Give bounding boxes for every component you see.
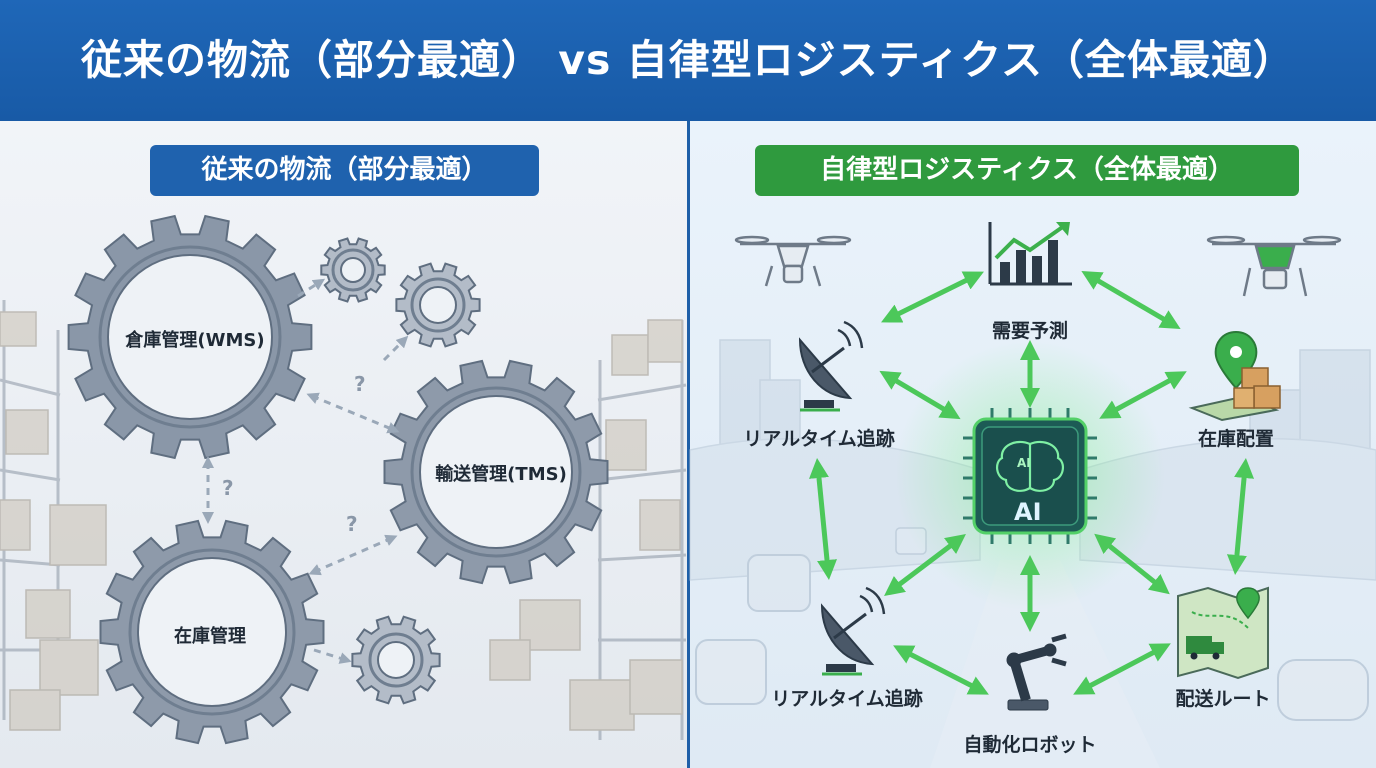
arrow-robot-route [1073, 643, 1171, 695]
question-mark: ? [346, 512, 358, 536]
node-realtime-tracking-top: リアルタイム追跡 [743, 428, 895, 450]
gear-label-inventory: 在庫管理 [174, 626, 246, 647]
node-automation-robot: 自動化ロボット [963, 734, 1097, 756]
arrow-tracking-demand [881, 271, 984, 323]
gear-icon-small [395, 262, 481, 348]
question-mark: ? [354, 372, 366, 396]
dashed-arrow [297, 278, 326, 298]
page-title: 従来の物流（部分最適） vs 自律型ロジスティクス（全体最適） [81, 36, 1295, 84]
gear-icon-small [320, 237, 386, 303]
arrow-inventory-hub [1099, 371, 1187, 419]
map-pin-icon [1188, 330, 1281, 422]
panel-divider [687, 121, 690, 768]
dashed-arrow [313, 648, 352, 664]
dashed-arrow [306, 392, 400, 434]
arrow-tracking-vertical [809, 458, 837, 580]
question-mark: ? [222, 476, 234, 500]
node-demand-forecast: 需要予測 [991, 320, 1068, 342]
node-inventory-placement: 在庫配置 [1197, 428, 1274, 450]
dashed-arrow [308, 534, 398, 576]
arrow-tracking-robot [893, 645, 989, 695]
brain-icon [996, 440, 1064, 492]
truck-icon [1177, 586, 1269, 680]
gear-icon-small [351, 615, 441, 705]
warehouse-shelves-right [489, 319, 687, 740]
gear-label-wms: 倉庫管理(WMS) [125, 330, 265, 351]
bar-chart-icon [988, 222, 1072, 286]
gear-icon-inventory [99, 519, 325, 745]
drone-icon [1206, 235, 1342, 297]
warehouse-shelves-left [0, 300, 107, 731]
gears-group [67, 214, 609, 745]
dashed-arrow [382, 335, 409, 362]
robot-arm-icon [1006, 633, 1067, 711]
header-bar: 従来の物流（部分最適） vs 自律型ロジスティクス（全体最適） [0, 0, 1376, 121]
connection-arrows [809, 270, 1255, 695]
arrow-hub-route [1094, 533, 1170, 595]
arrow-tracking-hub [879, 370, 961, 420]
satellite-dish-icon [820, 586, 886, 676]
traditional-heading: 従来の物流（部分最適） [150, 145, 539, 196]
ai-hub-label: AI [1014, 498, 1042, 526]
gear-icon-wms [67, 214, 313, 460]
node-realtime-tracking-bottom: リアルタイム追跡 [771, 688, 923, 710]
arrow-inventory-route [1226, 458, 1255, 575]
arrow-demand-inventory [1081, 270, 1181, 330]
arrow-hub-tracking-bottom [884, 533, 966, 597]
node-delivery-route: 配送ルート [1175, 688, 1271, 710]
autonomous-heading: 自律型ロジスティクス（全体最適） [755, 145, 1299, 196]
drone-icon [734, 235, 852, 287]
gear-label-tms: 輸送管理(TMS) [435, 464, 567, 485]
gear-icon-tms [383, 359, 609, 585]
disconnected-arrows [202, 278, 409, 664]
satellite-dish-icon [798, 320, 864, 412]
brain-ai-label: AI [1017, 456, 1031, 470]
